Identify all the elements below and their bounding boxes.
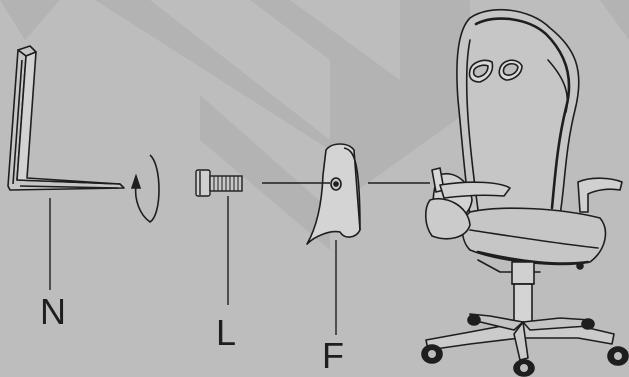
connector-lines [50,183,430,335]
armrest-bracket-icon [8,46,124,190]
rotation-arrow-icon [132,155,159,222]
armrest-cover-icon [307,144,360,244]
part-label-f: F [322,338,344,374]
part-label-l: L [216,315,236,351]
screw-icon [196,170,242,196]
part-label-n: N [40,294,66,330]
